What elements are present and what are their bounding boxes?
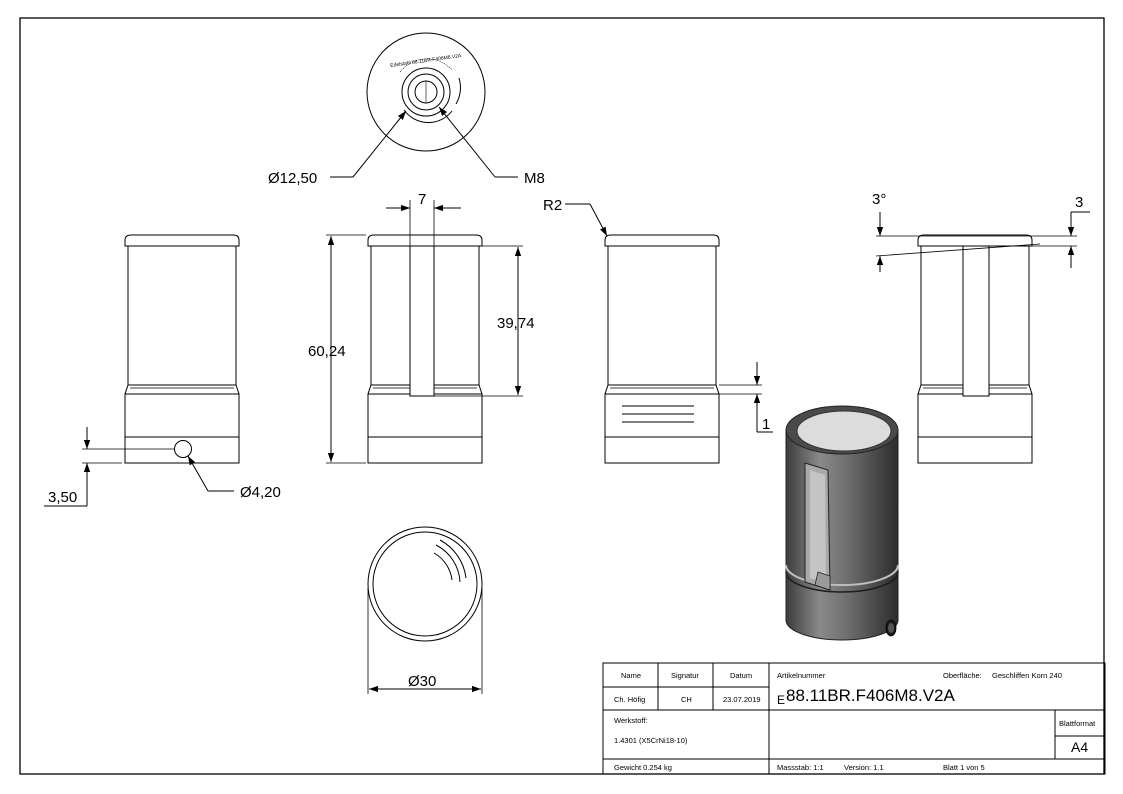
tb-blattformat-value: A4 bbox=[1071, 739, 1088, 755]
side-view-3 bbox=[604, 234, 720, 464]
tb-oberflaeche-label: Oberfläche: bbox=[943, 671, 982, 680]
drawing-frame bbox=[19, 17, 1105, 775]
m8-label: M8 bbox=[524, 170, 545, 187]
dia-4-20-label: Ø4,20 bbox=[240, 484, 281, 501]
side-view-2 bbox=[367, 234, 483, 464]
tb-header-name: Name bbox=[621, 671, 641, 680]
dia-4-20-arrow bbox=[187, 455, 209, 492]
tb-werkstoff-value: 1.4301 (X5CrNi18-10) bbox=[614, 736, 688, 745]
tb-header-datum: Datum bbox=[730, 671, 752, 680]
tb-blattformat-label: Blattformat bbox=[1059, 719, 1096, 728]
dim-3-50-label: 3,50 bbox=[48, 489, 77, 506]
dim-3-label: 3 bbox=[1075, 194, 1083, 211]
dim-39-74-label: 39,74 bbox=[497, 315, 535, 332]
m8-arrow bbox=[438, 106, 496, 178]
side-view-1 bbox=[124, 234, 240, 464]
r2-arrow bbox=[589, 203, 608, 237]
top-view bbox=[366, 32, 486, 152]
angle-3deg-label: 3° bbox=[872, 191, 886, 208]
dim-60-24-label: 60,24 bbox=[308, 343, 346, 360]
title-block bbox=[602, 662, 1106, 775]
tb-header-signatur: Signatur bbox=[671, 671, 699, 680]
tb-gewicht: Gewicht 0.254 kg bbox=[614, 763, 672, 772]
tb-drawer-datum: 23.07.2019 bbox=[723, 695, 761, 704]
bottom-view bbox=[367, 526, 483, 642]
isometric-view bbox=[785, 405, 899, 641]
tb-massstab: Massstab: 1:1 bbox=[777, 763, 824, 772]
tb-version: Version: 1.1 bbox=[844, 763, 884, 772]
tb-blatt: Blatt 1 von 5 bbox=[943, 763, 985, 772]
dia-12-50-label: Ø12,50 bbox=[268, 170, 317, 187]
tb-artikelnummer-label: Artikelnummer bbox=[777, 671, 826, 680]
r2-label: R2 bbox=[543, 197, 562, 214]
dia-12-50-arrow bbox=[352, 110, 407, 178]
dia-30-label: Ø30 bbox=[408, 673, 436, 690]
tb-oberflaeche-value: Geschliffen Korn 240 bbox=[992, 671, 1062, 680]
tb-werkstoff-label: Werkstoff: bbox=[614, 716, 647, 725]
tb-drawer-name: Ch. Höfig bbox=[614, 695, 645, 704]
side-view-4 bbox=[917, 234, 1033, 464]
tb-artikelnummer: 88.11BR.F406M8.V2A bbox=[786, 686, 955, 705]
angle-slope-line bbox=[875, 243, 1041, 257]
dim-7-label: 7 bbox=[418, 191, 426, 208]
tb-drawer-signatur: CH bbox=[681, 695, 692, 704]
top-view-engraving: Edelstahl 88.11BR.F406M8.V2A bbox=[390, 53, 462, 69]
tb-artikelnummer-prefix: E bbox=[777, 693, 785, 707]
dim-1-label: 1 bbox=[762, 416, 770, 433]
